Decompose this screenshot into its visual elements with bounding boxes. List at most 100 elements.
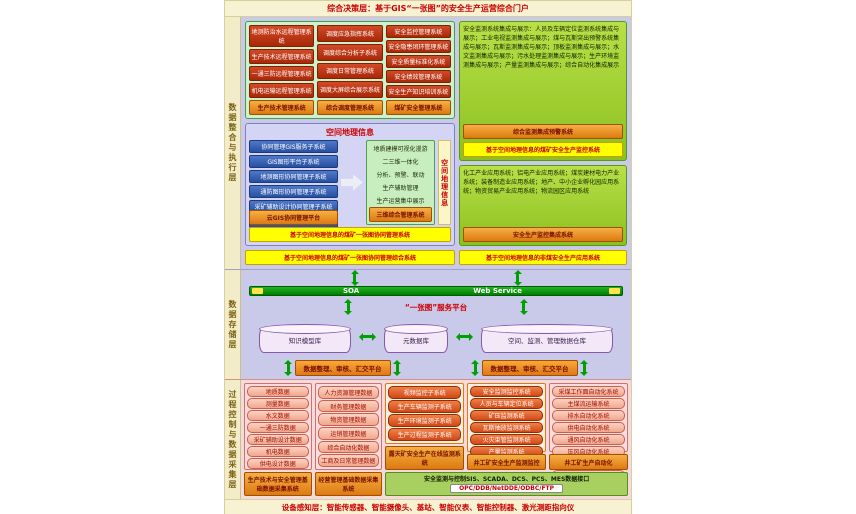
industry-apps-text: 化工产业应用系统；铝电产业应用系统；煤炭建材电力产业系统；装备制造业应用系统；地… [463,170,620,195]
coal-onemap-banner: 基于空间地理信息的煤矿一张图协同管理综合系统 [245,250,456,265]
interface-protocols-title: 安全监测与控制SIS、SCADA、DCS、PCS、MES数据接口 [423,476,590,483]
list-item: 安全监控管理系统 [385,25,452,38]
exchange-platform-right: 数据整理、审核、汇交平台 [471,360,588,376]
double-arrow-icon [393,360,401,376]
list-item: 安全质量标准化系统 [385,55,452,68]
group-footer: 生产技术管理系统 [249,100,315,115]
list-item: 协同管理GIS服务子系统 [249,140,338,153]
data-interface-bar: 安全监测与控制SIS、SCADA、DCS、PCS、MES数据接口 OPC/DDB… [385,472,628,496]
list-item: 生产车辆监测子系统 [388,400,462,413]
monitoring-row: 视频监控子系统生产车辆监测子系统生产环境监测子系统生产过程监测子系统 露天矿安全… [385,383,628,493]
spatial-geo-title: 空间地理信息 [326,128,375,137]
double-arrow-icon [456,332,473,341]
system-list: 地测防治水远程管理系统生产技术远程管理系统一通三防远程管理系统机电运输远程管理系… [249,25,315,98]
layer-label-integration: 数据整合与执行层 [225,17,241,269]
automation-box: 采煤工作面自动化系统主煤流运输系统排水自动化系统供电自动化系统通风自动化系统压风… [549,383,628,493]
underground-monitor-footer: 井工矿安全生产监测监控 [467,454,547,470]
mgmt-data-column: 人力资源管理数据财务管理数据物资管理数据运销管理数据综合自动化数据工商及日常管理… [314,383,383,496]
system-list: 安全监控管理系统安全隐患闭环管理系统安全质量标准化系统安全绩效管理系统安全生产知… [385,25,452,98]
exchange-platform-left: 数据整理、审核、汇交平台 [284,360,401,376]
list-item: 分析、预警、联动 [376,172,425,179]
mgmt-data-footer: 经营管理基础数据采集系统 [314,472,383,496]
knowledge-model-db: 知识模型库 [259,323,351,353]
bus-endcap [609,288,620,295]
automation-footer: 井工矿生产自动化 [549,454,628,470]
gis-panel-banner: 基于空间地理信息的煤矿一张图协同管理系统 [249,227,452,242]
list-item: 一通三防远程管理系统 [249,66,315,81]
tech-data-footer: 生产技术与安全管理基础数据采集系统 [244,472,312,496]
web-service-label: Web Service [473,287,522,296]
list-item: 水文数据 [247,410,309,421]
integration-left-column: 地测防治水远程管理系统生产技术远程管理系统一通三防远程管理系统机电运输远程管理系… [245,21,456,265]
list-item: 主煤流运输系统 [552,398,625,409]
architecture-diagram: 综合决策层：基于GIS“一张图”的安全生产运营综合门户 数据整合与执行层 地测防… [224,0,632,514]
list-item: GIS图形平台子系统 [249,155,338,168]
top-banner: 综合决策层：基于GIS“一张图”的安全生产运营综合门户 [225,1,631,17]
spatial-geo-side-label: 空间地理信息 [438,140,452,225]
list-item: 一通三防数据 [247,422,309,433]
soa-service-bus: SOA Web Service [249,286,623,297]
list-item: 生产过程监测子系统 [388,428,462,441]
list-item: 综合自动化数据 [317,440,380,454]
list-item: 测量数据 [247,398,309,409]
automation-column: 采煤工作面自动化系统主煤流运输系统排水自动化系统供电自动化系统通风自动化系统压风… [549,383,628,493]
list-item: 生产辅助管理 [382,185,419,192]
layer-data-integration: 数据整合与执行层 地测防治水远程管理系统生产技术远程管理系统一通三防远程管理系统… [225,17,631,269]
integration-right-column: 安全监测系统集成与展示：人员及车辆定位监测系统集成与展示；工业电视监测集成与展示… [459,21,627,265]
exchange-platform-bar: 数据整理、审核、汇交平台 [481,360,578,376]
dispatch-group: 调度应急指挥系统调度综合分析子系统调度日常管理系统调度大屏综合展示系统 综合调度… [317,25,383,115]
base-data-columns: 地质数据测量数据水文数据一通三防数据采矿辅助设计数据机电数据供电设计数据 生产技… [244,383,383,496]
layer-label-process: 过程控制与数据采集层 [225,380,241,499]
list-item: 财务管理数据 [317,399,380,413]
process-content: 地质数据测量数据水文数据一通三防数据采矿辅助设计数据机电数据供电设计数据 生产技… [241,380,631,499]
layer-label-storage: 数据存储层 [225,270,241,379]
monitor-banner: 基于空间地理信息的煤矿安全生产监控系统 [463,142,623,157]
spatial-monitor-warehouse: 空间、监测、管理数据仓库 [481,323,613,353]
list-item: 供电自动化系统 [552,422,625,433]
double-arrow-icon [344,299,353,315]
industry-apps-panel: 化工产业应用系统；铝电产业应用系统；煤炭建材电力产业系统；装备制造业应用系统；地… [459,165,627,246]
gis-3d-capability-box: 地质建模可视化漫游二三维一体化分析、预警、联动生产辅助管理生产运营集中展示 三维… [365,140,436,225]
list-item: 火灾束管监测系统 [470,434,544,445]
group-footer: 综合调度管理系统 [317,100,383,115]
list-item: 调度日常管理系统 [317,62,383,80]
noncoal-banner: 基于空间地理信息的非煤安全生产应用系统 [459,250,627,265]
openpit-column: 视频监控子系统生产车辆监测子系统生产环境监测子系统生产过程监测子系统 露天矿安全… [385,383,465,470]
mgmt-data-box: 人力资源管理数据财务管理数据物资管理数据运销管理数据综合自动化数据工商及日常管理… [314,383,383,470]
layer-process-control: 过程控制与数据采集层 地质数据测量数据水文数据一通三防数据采矿辅助设计数据机电数… [225,379,631,499]
list-item: 机电运输远程管理系统 [249,83,315,98]
list-item: 人员与车辆定位系统 [470,398,544,409]
onemap-platform-label: “一张图”服务平台 [404,302,468,312]
group-footer: 煤矿安全管理系统 [385,100,452,115]
double-arrow-icon [513,269,522,286]
list-item: 安全生产知识培训系统 [385,85,452,98]
monitoring-columns: 视频监控子系统生产车辆监测子系统生产环境监测子系统生产过程监测子系统 露天矿安全… [385,383,628,496]
list-item: 调度综合分析子系统 [317,43,383,61]
list-item: 机电数据 [247,446,309,457]
list-item: 人力资源管理数据 [317,386,380,399]
list-item: 调度大屏综合展示系统 [317,81,383,98]
openpit-box: 视频监控子系统生产车辆监测子系统生产环境监测子系统生产过程监测子系统 [385,383,465,444]
tech-data-box: 地质数据测量数据水文数据一通三防数据采矿辅助设计数据机电数据供电设计数据 [244,383,312,470]
system-list: 调度应急指挥系统调度综合分析子系统调度日常管理系统调度大屏综合展示系统 [317,25,383,98]
underground-monitor-box: 安全监测监控系统人员与车辆定位系统矿压监测系统瓦斯抽放监测系统火灾束管监测系统产… [467,383,547,469]
management-systems-panel: 地测防治水远程管理系统生产技术远程管理系统一通三防远程管理系统机电运输远程管理系… [245,21,456,119]
monitor-integration-panel: 安全监测系统集成与展示：人员及车辆定位监测系统集成与展示；工业电视监测集成与展示… [459,21,627,161]
bus-endcap [252,288,263,295]
list-item: 供电设计数据 [247,458,309,469]
list-item: 安全绩效管理系统 [385,70,452,83]
double-arrow-icon [350,269,359,286]
monitor-integration-text: 安全监测系统集成与展示：人员及车辆定位监测系统集成与展示；工业电视监测集成与展示… [463,26,620,69]
gis-capability-list: 地质建模可视化漫游二三维一体化分析、预警、联动生产辅助管理生产运营集中展示 [369,143,432,206]
double-arrow-icon [359,332,376,341]
interface-protocols-list: OPC/DDB/NetDDE/ODBC/FTP [450,484,564,493]
gis-3d-footer: 三维综合管理系统 [368,207,433,222]
safety-group: 安全监控管理系统安全隐患闭环管理系统安全质量标准化系统安全绩效管理系统安全生产知… [385,25,452,115]
exec-storage-links [249,269,623,286]
list-item: 矿压监测系统 [470,410,544,421]
list-item: 瓦斯抽放监测系统 [470,422,544,433]
